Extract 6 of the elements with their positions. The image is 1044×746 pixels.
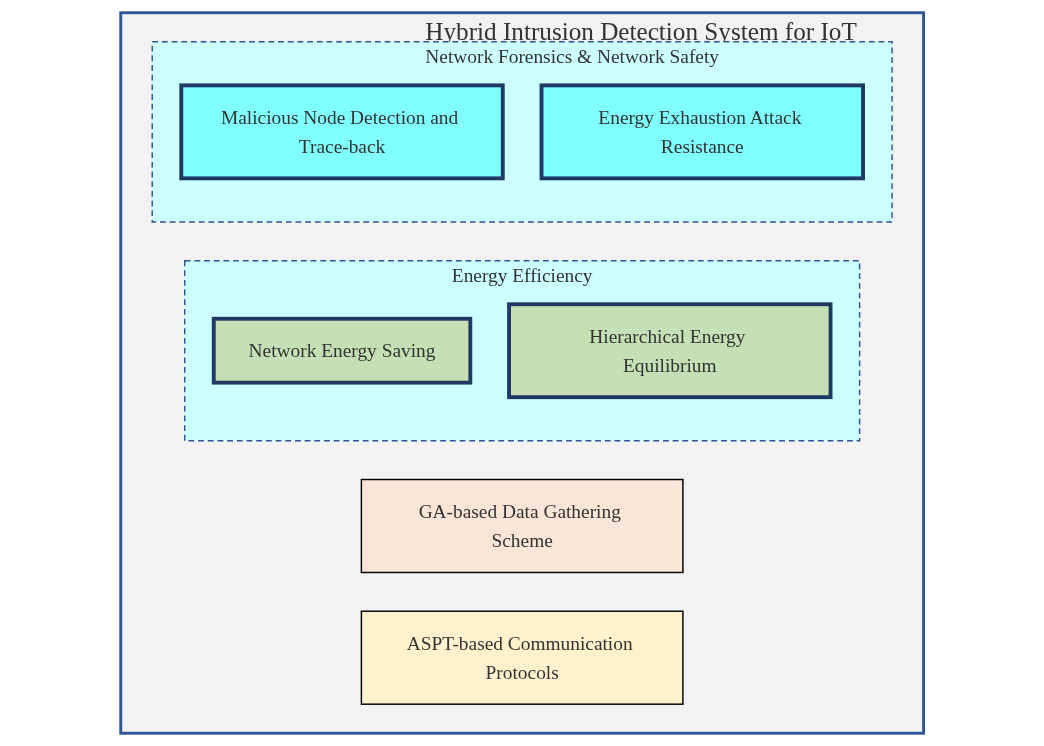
node-box: Hierarchical Energy Equilibrium (506, 302, 833, 400)
node-box: Malicious Node Detection and Trace-back (179, 83, 505, 181)
node-box: ASPT-based Communication Protocols (360, 610, 684, 705)
node-box: Network Energy Saving (211, 316, 473, 385)
node-box: GA-based Data Gathering Scheme (360, 478, 684, 574)
node-box: Energy Exhaustion Attack Resistance (539, 83, 865, 181)
